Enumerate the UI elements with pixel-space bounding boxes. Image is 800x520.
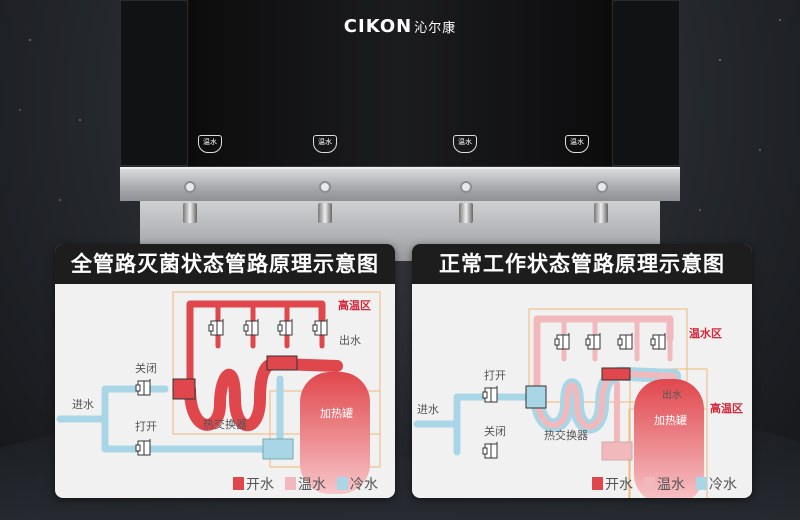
- legend-boiling-swatch: [592, 477, 603, 490]
- exchanger-label: 热交换器: [203, 417, 247, 431]
- tee-fitting: [266, 355, 298, 371]
- valve-label: 打开: [135, 419, 157, 433]
- tee-fitting: [601, 367, 631, 381]
- control-strip: [120, 167, 680, 201]
- cold-pipe: [101, 385, 294, 453]
- legend-cold-swatch: [696, 477, 707, 490]
- tank-label: 加热罐: [654, 414, 687, 427]
- legend-boiling: 开水: [605, 477, 633, 493]
- cold-pipe: [453, 393, 526, 456]
- faucet: [594, 203, 608, 223]
- outlet-label: 出水: [662, 388, 682, 401]
- hot-zone-label: 高温区: [710, 401, 743, 415]
- sterilization-pipe-diagram: 高温区 出水 进水 关闭 打开 热交换器 加热罐 开水 温水 冷水: [56, 291, 381, 494]
- tap-button[interactable]: [184, 181, 196, 193]
- heat-exchanger-coil-inner: [534, 370, 677, 430]
- tap-button[interactable]: [319, 181, 331, 193]
- tap-badge: 温水: [198, 135, 222, 153]
- outlet-valve: [208, 318, 224, 336]
- normal-operation-diagram-card: 正常工作状态管路原理示意图 温水区 高温区 出水 进水 打开 关闭 热交换器 加…: [412, 244, 752, 498]
- legend-cold: 冷水: [709, 477, 737, 493]
- exchanger-inlet-fitting: [525, 385, 547, 409]
- sterilization-diagram-card: 全管路灭菌状态管路原理示意图 高温区 出水 进水 关闭 打开 热交换器 加热罐 …: [55, 244, 395, 498]
- exchanger-inlet-fitting: [172, 378, 196, 400]
- outlet-label: 出水: [339, 333, 361, 347]
- valve-label: 关闭: [135, 361, 157, 375]
- tap-button[interactable]: [460, 181, 472, 193]
- tap-button[interactable]: [596, 181, 608, 193]
- bypass-valve-open: [135, 438, 151, 456]
- heating-tank: [634, 379, 704, 498]
- normal-pipe-diagram: 温水区 高温区 出水 进水 打开 关闭 热交换器 加热罐 开水 温水 冷水: [413, 308, 743, 498]
- legend-warm: 温水: [298, 477, 326, 493]
- legend-cold: 冷水: [350, 477, 378, 493]
- exchanger-label: 热交换器: [544, 428, 588, 442]
- diagram-title: 正常工作状态管路原理示意图: [412, 244, 752, 284]
- side-panel-right: [612, 0, 680, 166]
- inlet-valve-open: [482, 385, 498, 403]
- bypass-valve-closed: [482, 441, 498, 459]
- cold-tee-fitting: [262, 438, 294, 460]
- inlet-label: 进水: [72, 398, 94, 411]
- outlet-valve: [617, 332, 633, 350]
- faucet: [318, 203, 332, 223]
- side-panel-left: [120, 0, 188, 166]
- hot-outlet-manifold: [186, 300, 326, 393]
- heating-tank: [300, 372, 370, 494]
- inlet-valve-closed: [135, 378, 151, 396]
- inlet-label: 进水: [417, 403, 439, 416]
- legend-cold-swatch: [337, 477, 348, 490]
- tap-badge: 温水: [313, 135, 337, 153]
- tank-label: 加热罐: [320, 407, 353, 420]
- faucet: [459, 203, 473, 223]
- outlet-valve: [650, 332, 666, 350]
- legend-warm-swatch: [285, 477, 296, 490]
- outlet-valve: [277, 318, 293, 336]
- outlet-valve: [243, 318, 259, 336]
- valve-label: 关闭: [484, 424, 506, 438]
- faucet: [183, 203, 197, 223]
- diagram-title: 全管路灭菌状态管路原理示意图: [55, 244, 395, 284]
- outlet-valve: [312, 318, 328, 336]
- valve-label: 打开: [484, 368, 506, 382]
- zone-label: 高温区: [338, 298, 371, 312]
- outlet-valve: [554, 332, 570, 350]
- legend-warm: 温水: [657, 477, 685, 493]
- legend-boiling: 开水: [246, 477, 274, 493]
- warm-zone-label: 温水区: [689, 326, 722, 340]
- outlet-valve: [585, 332, 601, 350]
- legend-warm-swatch: [644, 477, 655, 490]
- tap-badge: 温水: [453, 135, 477, 153]
- heat-exchanger-coil: [184, 357, 343, 432]
- legend-boiling-swatch: [233, 477, 244, 490]
- tap-badge: 温水: [565, 135, 589, 153]
- warm-tee-fitting: [601, 441, 633, 461]
